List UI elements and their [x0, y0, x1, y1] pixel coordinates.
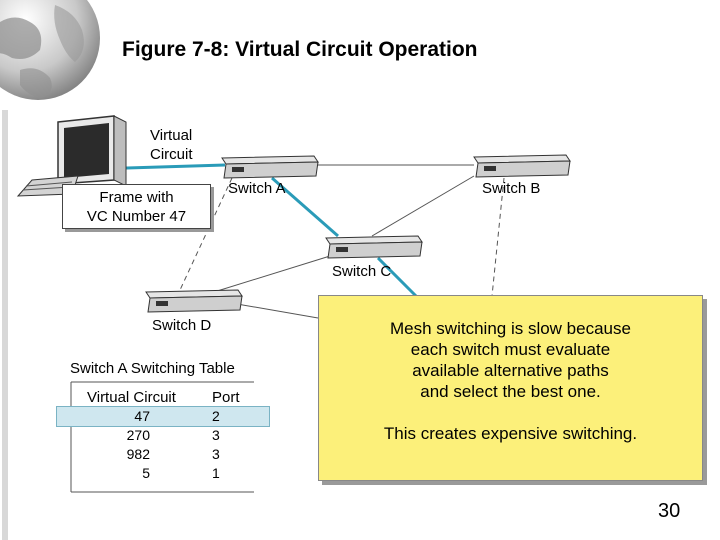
switch-d-label: Switch D [152, 317, 212, 334]
frame-label-line2: VC Number 47 [86, 208, 187, 225]
note-line: each switch must evaluate [410, 340, 611, 359]
switch-icon [325, 235, 423, 259]
switch-icon [145, 289, 243, 313]
switch-icon [473, 154, 571, 178]
link-switch-b-switch-c [371, 175, 475, 237]
note-line: Mesh switching is slow because [390, 319, 631, 338]
frame-label-line1: Frame with [99, 189, 174, 206]
note-paragraph-2: This creates expensive switching. [383, 424, 638, 443]
switch-b-label: Switch B [482, 180, 541, 197]
link-switch-c-switch-d [213, 255, 331, 293]
slide-title: Figure 7-8: Virtual Circuit Operation [122, 38, 478, 61]
highlighted-row [56, 406, 270, 427]
note-box: Mesh switching is slow because each swit… [318, 295, 703, 481]
table-row-port: 2 [212, 408, 220, 424]
note-line: and select the best one. [420, 382, 601, 401]
left-decoration-bar [2, 110, 8, 540]
vc-link-switch-c-onward [376, 256, 420, 300]
table-header-virtual-circuit: Virtual Circuit [87, 389, 176, 406]
switch-c-label: Switch C [332, 263, 392, 280]
switching-table-border [70, 381, 254, 493]
table-row-port: 3 [212, 427, 220, 443]
note-paragraph-1: Mesh switching is slow because each swit… [319, 318, 702, 402]
table-row-port: 1 [212, 465, 220, 481]
vc-link-switch-a-switch-c [271, 176, 339, 238]
globe-icon [0, 0, 100, 100]
table-row-vc: 270 [126, 427, 150, 443]
virtual-circuit-label-line2: Circuit [150, 146, 193, 163]
vc-link-computer-switch-a [125, 163, 226, 170]
table-row-vc: 982 [126, 446, 150, 462]
table-header-port: Port [212, 389, 240, 406]
table-row-vc: 5 [142, 465, 150, 481]
virtual-circuit-label-line1: Virtual [150, 127, 193, 144]
dashed-link-switch-a-switch-d [179, 177, 233, 291]
frame-callout: Frame with VC Number 47 [62, 184, 211, 229]
table-row-vc: 47 [134, 408, 150, 424]
page-number: 30 [658, 500, 681, 522]
switch-icon [221, 155, 319, 179]
switching-table-title: Switch A Switching Table [70, 360, 235, 377]
table-row-port: 3 [212, 446, 220, 462]
dashed-link-switch-b-south [491, 177, 505, 297]
switch-a-label: Switch A [228, 180, 286, 197]
note-line: available alternative paths [412, 361, 609, 380]
